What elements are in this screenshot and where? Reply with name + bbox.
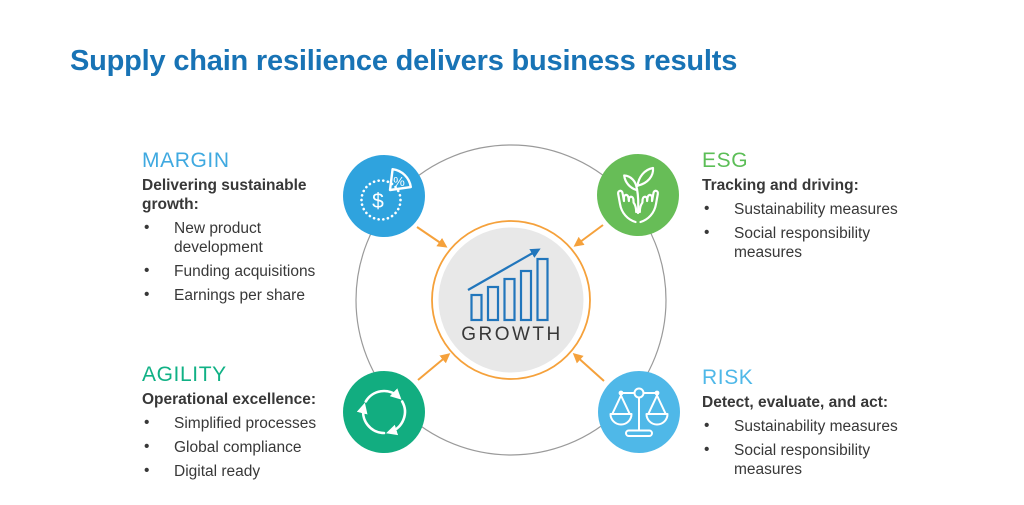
bullet-item: Funding acquisitions (142, 262, 357, 282)
arrow-risk-to-center (572, 352, 605, 382)
outer-circle (355, 144, 667, 456)
arrow-esg-to-center (573, 224, 604, 247)
section-risk: RISK Detect, evaluate, and act: Sustaina… (702, 366, 917, 485)
margin-bullet-list: New product development Funding acquisit… (142, 219, 357, 306)
risk-subheading: Detect, evaluate, and act: (702, 394, 889, 411)
arrow-agility-to-center (417, 353, 451, 381)
bullet-item: New product development (142, 219, 357, 258)
arrow-margin-to-center (416, 226, 448, 248)
hands-plant-icon (617, 166, 659, 224)
center-circle: GROWTH (431, 220, 591, 380)
cycle-arrows-icon (356, 388, 407, 436)
esg-subheading: Tracking and driving: (702, 177, 859, 194)
growth-label: GROWTH (461, 324, 563, 345)
margin-circle: $ % (343, 155, 425, 237)
bullet-item: Social responsibility measures (702, 224, 917, 263)
pie-percent-dollar-icon: $ % (360, 168, 412, 221)
bullet-item: Social responsibility measures (702, 441, 917, 480)
agility-circle (343, 371, 425, 453)
bullet-item: Global compliance (142, 438, 357, 458)
risk-circle (598, 371, 680, 453)
dollar-glyph: $ (372, 190, 384, 213)
agility-heading: AGILITY (142, 363, 227, 386)
section-esg: ESG Tracking and driving: Sustainability… (702, 149, 917, 268)
bullet-item: Simplified processes (142, 414, 357, 434)
esg-heading: ESG (702, 149, 749, 172)
margin-heading: MARGIN (142, 149, 230, 172)
percent-glyph: % (393, 174, 405, 189)
inward-arrows (416, 224, 605, 382)
esg-bullet-list: Sustainability measures Social responsib… (702, 200, 917, 263)
page-title: Supply chain resilience delivers busines… (70, 45, 738, 77)
risk-heading: RISK (702, 366, 754, 389)
bullet-item: Sustainability measures (702, 200, 917, 220)
agility-subheading: Operational excellence: (142, 391, 317, 408)
section-margin: MARGIN Delivering sustainable growth: Ne… (142, 149, 357, 310)
risk-bullet-list: Sustainability measures Social responsib… (702, 417, 917, 480)
balance-scale-icon (609, 387, 669, 437)
bullet-item: Digital ready (142, 462, 357, 482)
esg-circle (597, 154, 679, 236)
growth-cycle-diagram: GROWTH $ % (343, 144, 680, 456)
margin-subheading: Delivering sustainable growth: (142, 177, 307, 213)
growth-bar-chart-icon (467, 248, 549, 322)
bullet-item: Earnings per share (142, 286, 357, 306)
agility-bullet-list: Simplified processes Global compliance D… (142, 414, 357, 482)
bullet-item: Sustainability measures (702, 417, 917, 437)
section-agility: AGILITY Operational excellence: Simplifi… (142, 363, 357, 487)
